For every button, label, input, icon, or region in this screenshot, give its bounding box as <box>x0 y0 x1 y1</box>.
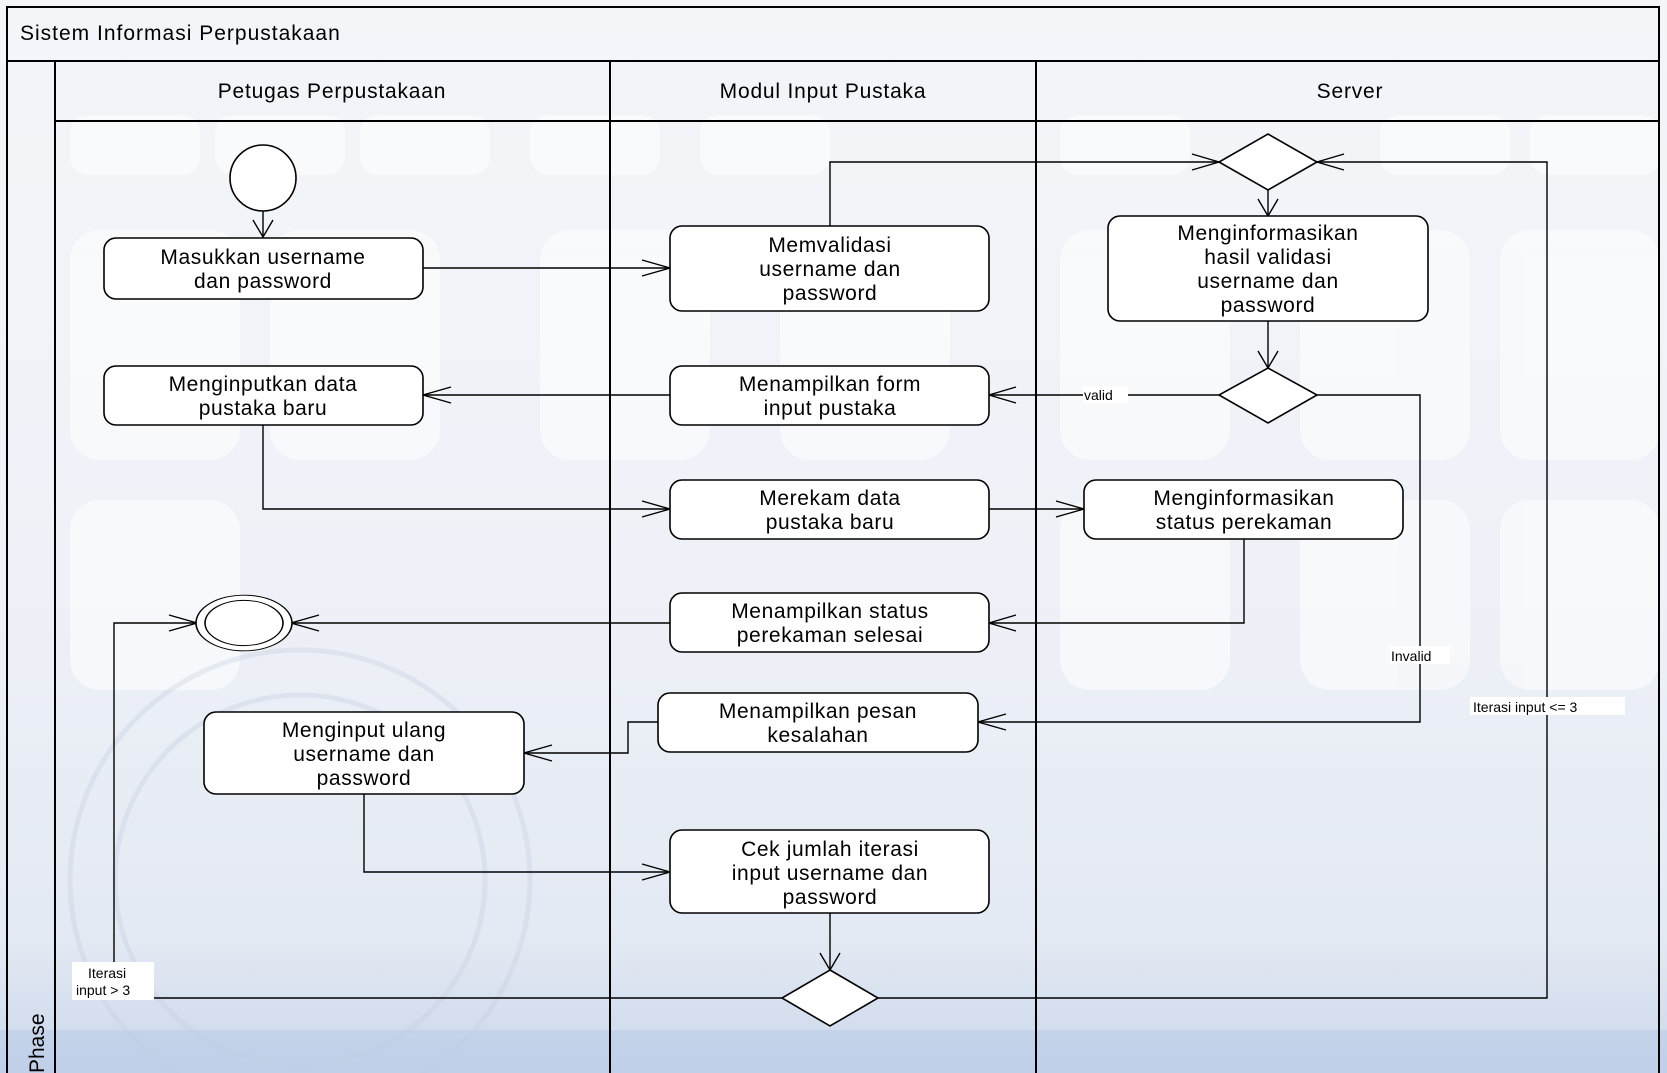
lane-title-modul: Modul Input Pustaka <box>720 80 927 103</box>
action-menginformasikan-validasi: Menginformasikan hasil validasi username… <box>1107 215 1429 322</box>
svg-text:password: password <box>1221 294 1316 317</box>
edge-label-invalid: Invalid <box>1391 648 1431 664</box>
action-menginput-ulang: Menginput ulang username dan password <box>203 711 525 795</box>
edge-label-valid: valid <box>1084 387 1113 403</box>
edge-label-iterasi-lte: Iterasi input <= 3 <box>1473 699 1578 715</box>
svg-text:Menampilkan form: Menampilkan form <box>739 373 921 396</box>
action-menampilkan-form: Menampilkan form input pustaka <box>669 365 990 426</box>
svg-text:pustaka baru: pustaka baru <box>766 511 895 534</box>
initial-node <box>229 144 297 212</box>
decision-node-merge <box>1217 133 1319 191</box>
lane-title-server: Server <box>1317 80 1384 103</box>
svg-text:Menginput ulang: Menginput ulang <box>282 719 446 742</box>
svg-text:hasil validasi: hasil validasi <box>1204 246 1331 269</box>
edge-label-iterasi-gt-2: input > 3 <box>76 982 130 998</box>
svg-text:username dan: username dan <box>1197 270 1338 293</box>
svg-text:Cek jumlah iterasi: Cek jumlah iterasi <box>741 838 919 861</box>
action-cek-jumlah: Cek jumlah iterasi input username dan pa… <box>669 829 990 914</box>
phase-label: Phase <box>26 1013 49 1073</box>
action-menginformasikan-status: Menginformasikan status perekaman <box>1083 479 1404 540</box>
svg-text:password: password <box>783 282 878 305</box>
svg-text:input username dan: input username dan <box>732 862 928 885</box>
svg-text:pustaka baru: pustaka baru <box>199 397 328 420</box>
decision-node-valid <box>1217 367 1319 424</box>
svg-text:dan password: dan password <box>194 270 332 293</box>
svg-text:username dan: username dan <box>293 743 434 766</box>
svg-text:password: password <box>317 767 412 790</box>
svg-text:input pustaka: input pustaka <box>764 397 897 420</box>
svg-text:Menampilkan status: Menampilkan status <box>731 600 929 623</box>
flow-edges: valid Invalid Iterasi <box>72 153 1625 1000</box>
svg-text:perekaman selesai: perekaman selesai <box>737 624 923 647</box>
svg-text:password: password <box>783 886 878 909</box>
svg-text:Memvalidasi: Memvalidasi <box>768 234 891 257</box>
svg-text:status perekaman: status perekaman <box>1156 511 1333 534</box>
diagram-frame <box>6 6 1660 1073</box>
svg-text:Menginformasikan: Menginformasikan <box>1177 222 1358 245</box>
svg-text:Menginformasikan: Menginformasikan <box>1153 487 1334 510</box>
action-menampilkan-pesan: Menampilkan pesan kesalahan <box>657 692 979 753</box>
svg-text:Menampilkan pesan: Menampilkan pesan <box>719 700 917 723</box>
svg-text:Masukkan username: Masukkan username <box>160 246 365 269</box>
action-menginputkan-data: Menginputkan data pustaka baru <box>103 365 424 426</box>
svg-text:Merekam data: Merekam data <box>759 487 900 510</box>
action-menampilkan-status: Menampilkan status perekaman selesai <box>669 592 990 653</box>
action-merekam-data: Merekam data pustaka baru <box>669 479 990 540</box>
lane-title-petugas: Petugas Perpustakaan <box>218 80 446 103</box>
edge-label-iterasi-gt-1: Iterasi <box>88 965 126 981</box>
action-masukkan-username: Masukkan username dan password <box>103 237 424 300</box>
action-memvalidasi: Memvalidasi username dan password <box>669 225 990 312</box>
svg-text:Menginputkan data: Menginputkan data <box>169 373 358 396</box>
final-node <box>195 594 293 652</box>
svg-text:username dan: username dan <box>759 258 900 281</box>
diagram-title: Sistem Informasi Perpustakaan <box>20 22 341 45</box>
svg-text:kesalahan: kesalahan <box>767 724 868 747</box>
decision-node-iterasi <box>780 969 880 1027</box>
